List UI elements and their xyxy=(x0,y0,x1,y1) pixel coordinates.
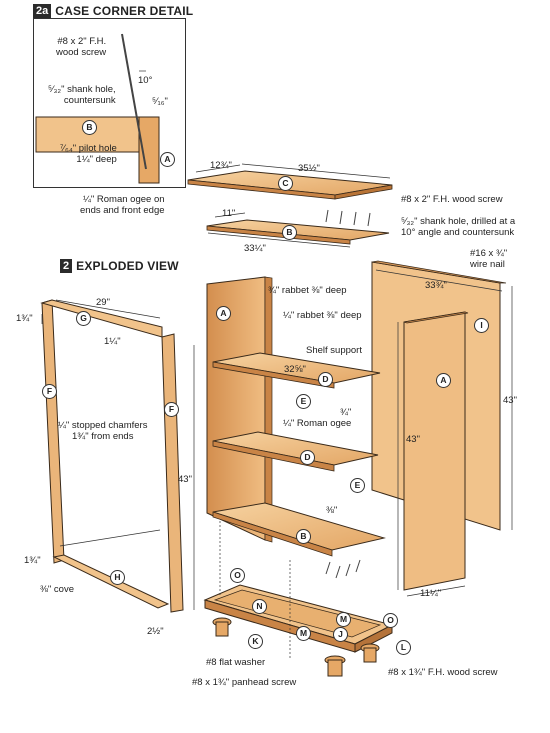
back-dimensions xyxy=(375,269,513,530)
frame-width-label: 29" xyxy=(96,297,110,308)
part-c-callout: C xyxy=(278,176,293,191)
frame-g-label: 1¼" xyxy=(104,336,121,347)
exploded-header: 2 EXPLODED VIEW xyxy=(60,259,179,273)
chamfer-note: ¼" stopped chamfers 1¾" from ends xyxy=(58,420,148,442)
shank-angle-note: ⁵⁄₃₂" shank hole, drilled at a 10° angle… xyxy=(401,216,516,238)
detail-part-a: A xyxy=(160,152,175,167)
detail-drawing xyxy=(35,33,160,184)
frame-dims xyxy=(41,299,195,610)
part-k-callout: K xyxy=(248,634,263,649)
detail-part-b: B xyxy=(82,120,97,135)
detail-badge: 2a xyxy=(33,4,52,18)
cove-note: ⅜" cove xyxy=(40,584,75,595)
part-d-upper-callout: D xyxy=(318,372,333,387)
side-depth-label: 11¼" xyxy=(420,588,442,599)
frame-bottom-height-label: 1¾" xyxy=(24,555,41,566)
part-m-left-callout: M xyxy=(296,626,311,641)
subtop-dimensions xyxy=(207,212,351,248)
part-f-right-callout: F xyxy=(164,402,179,417)
detail-screw-label: #8 x 2" F.H. wood screw xyxy=(56,36,107,58)
shelf-upper-d xyxy=(212,352,381,389)
shelf-length-label: 32⅝" xyxy=(284,364,306,375)
back-width-label: 33¾" xyxy=(425,280,447,291)
part-f-left-callout: F xyxy=(42,384,57,399)
part-h-callout: H xyxy=(110,570,125,585)
exploded-badge: 2 xyxy=(60,259,73,273)
back-height-label: 43" xyxy=(503,395,517,406)
part-o-left-callout: O xyxy=(230,568,245,583)
ogee-note: ¼" Roman ogee on ends and front edge xyxy=(80,194,165,216)
part-m-right-callout: M xyxy=(336,612,351,627)
detail-pilot-label: ⁷⁄₆₄" pilot hole 1¼" deep xyxy=(60,143,117,165)
detail-offset-label: ⁵⁄₁₆" xyxy=(152,96,168,107)
part-b-top-callout: B xyxy=(282,225,297,240)
roman-ogee-note: ¼" Roman ogee xyxy=(283,418,352,429)
part-i-callout: I xyxy=(474,318,489,333)
right-side-dims xyxy=(397,322,466,597)
part-g-callout: G xyxy=(76,311,91,326)
rabbet1-note: ¾" rabbet ⅜" deep xyxy=(268,285,347,296)
washer-note: #8 flat washer xyxy=(206,657,266,668)
shelf-edge2-label: ⅜" xyxy=(326,505,338,516)
panhead-note: #8 x 1¾" panhead screw xyxy=(192,677,297,688)
part-e-upper-callout: E xyxy=(296,394,311,409)
part-o-right-callout: O xyxy=(383,613,398,628)
part-b-bottom-callout: B xyxy=(296,529,311,544)
bottom-panel-b xyxy=(212,502,386,557)
top-dimensions xyxy=(195,163,391,179)
subtop-depth-label: 11" xyxy=(222,208,236,219)
detail-title: CASE CORNER DETAIL xyxy=(55,4,194,18)
right-side-a xyxy=(403,311,469,591)
shelf-edge1-label: ¾" xyxy=(340,407,352,418)
side-height-label: 43" xyxy=(406,434,420,445)
detail-header: 2a CASE CORNER DETAIL xyxy=(33,4,193,18)
subtop-panel-b xyxy=(206,219,390,245)
detail-shank-label: ⁵⁄₃₂" shank hole, countersunk xyxy=(48,84,116,106)
shelf-support-note: Shelf support xyxy=(306,345,362,356)
part-a-right-callout: A xyxy=(436,373,451,388)
frame-height-label: 43" xyxy=(178,474,192,485)
top-screw-note: #8 x 2" F.H. wood screw xyxy=(401,194,503,205)
frame-top-height-label: 1¾" xyxy=(16,313,33,324)
bottom-screws xyxy=(325,559,361,579)
part-d-lower-callout: D xyxy=(300,450,315,465)
part-a-left-callout: A xyxy=(216,306,231,321)
top-screws xyxy=(325,209,371,227)
part-n-callout: N xyxy=(252,599,267,614)
detail-angle-label: 10° xyxy=(138,75,153,86)
exploded-title: EXPLODED VIEW xyxy=(76,259,179,273)
base-guides xyxy=(219,520,291,660)
rabbet2-note: ¼" rabbet ⅜" deep xyxy=(283,310,362,321)
top-length-label: 35½" xyxy=(298,163,320,174)
part-e-lower-callout: E xyxy=(350,478,365,493)
part-l-callout: L xyxy=(396,640,411,655)
part-j-callout: J xyxy=(333,627,348,642)
subtop-length-label: 33¼" xyxy=(244,243,266,254)
wire-nail-note: #16 x ¾" wire nail xyxy=(470,248,508,270)
stile-width-label: 2½" xyxy=(147,626,164,637)
top-depth-label: 12¾" xyxy=(210,160,232,171)
fh-screw-note: #8 x 1¾" F.H. wood screw xyxy=(388,667,498,678)
case-left-side-a xyxy=(206,276,273,543)
